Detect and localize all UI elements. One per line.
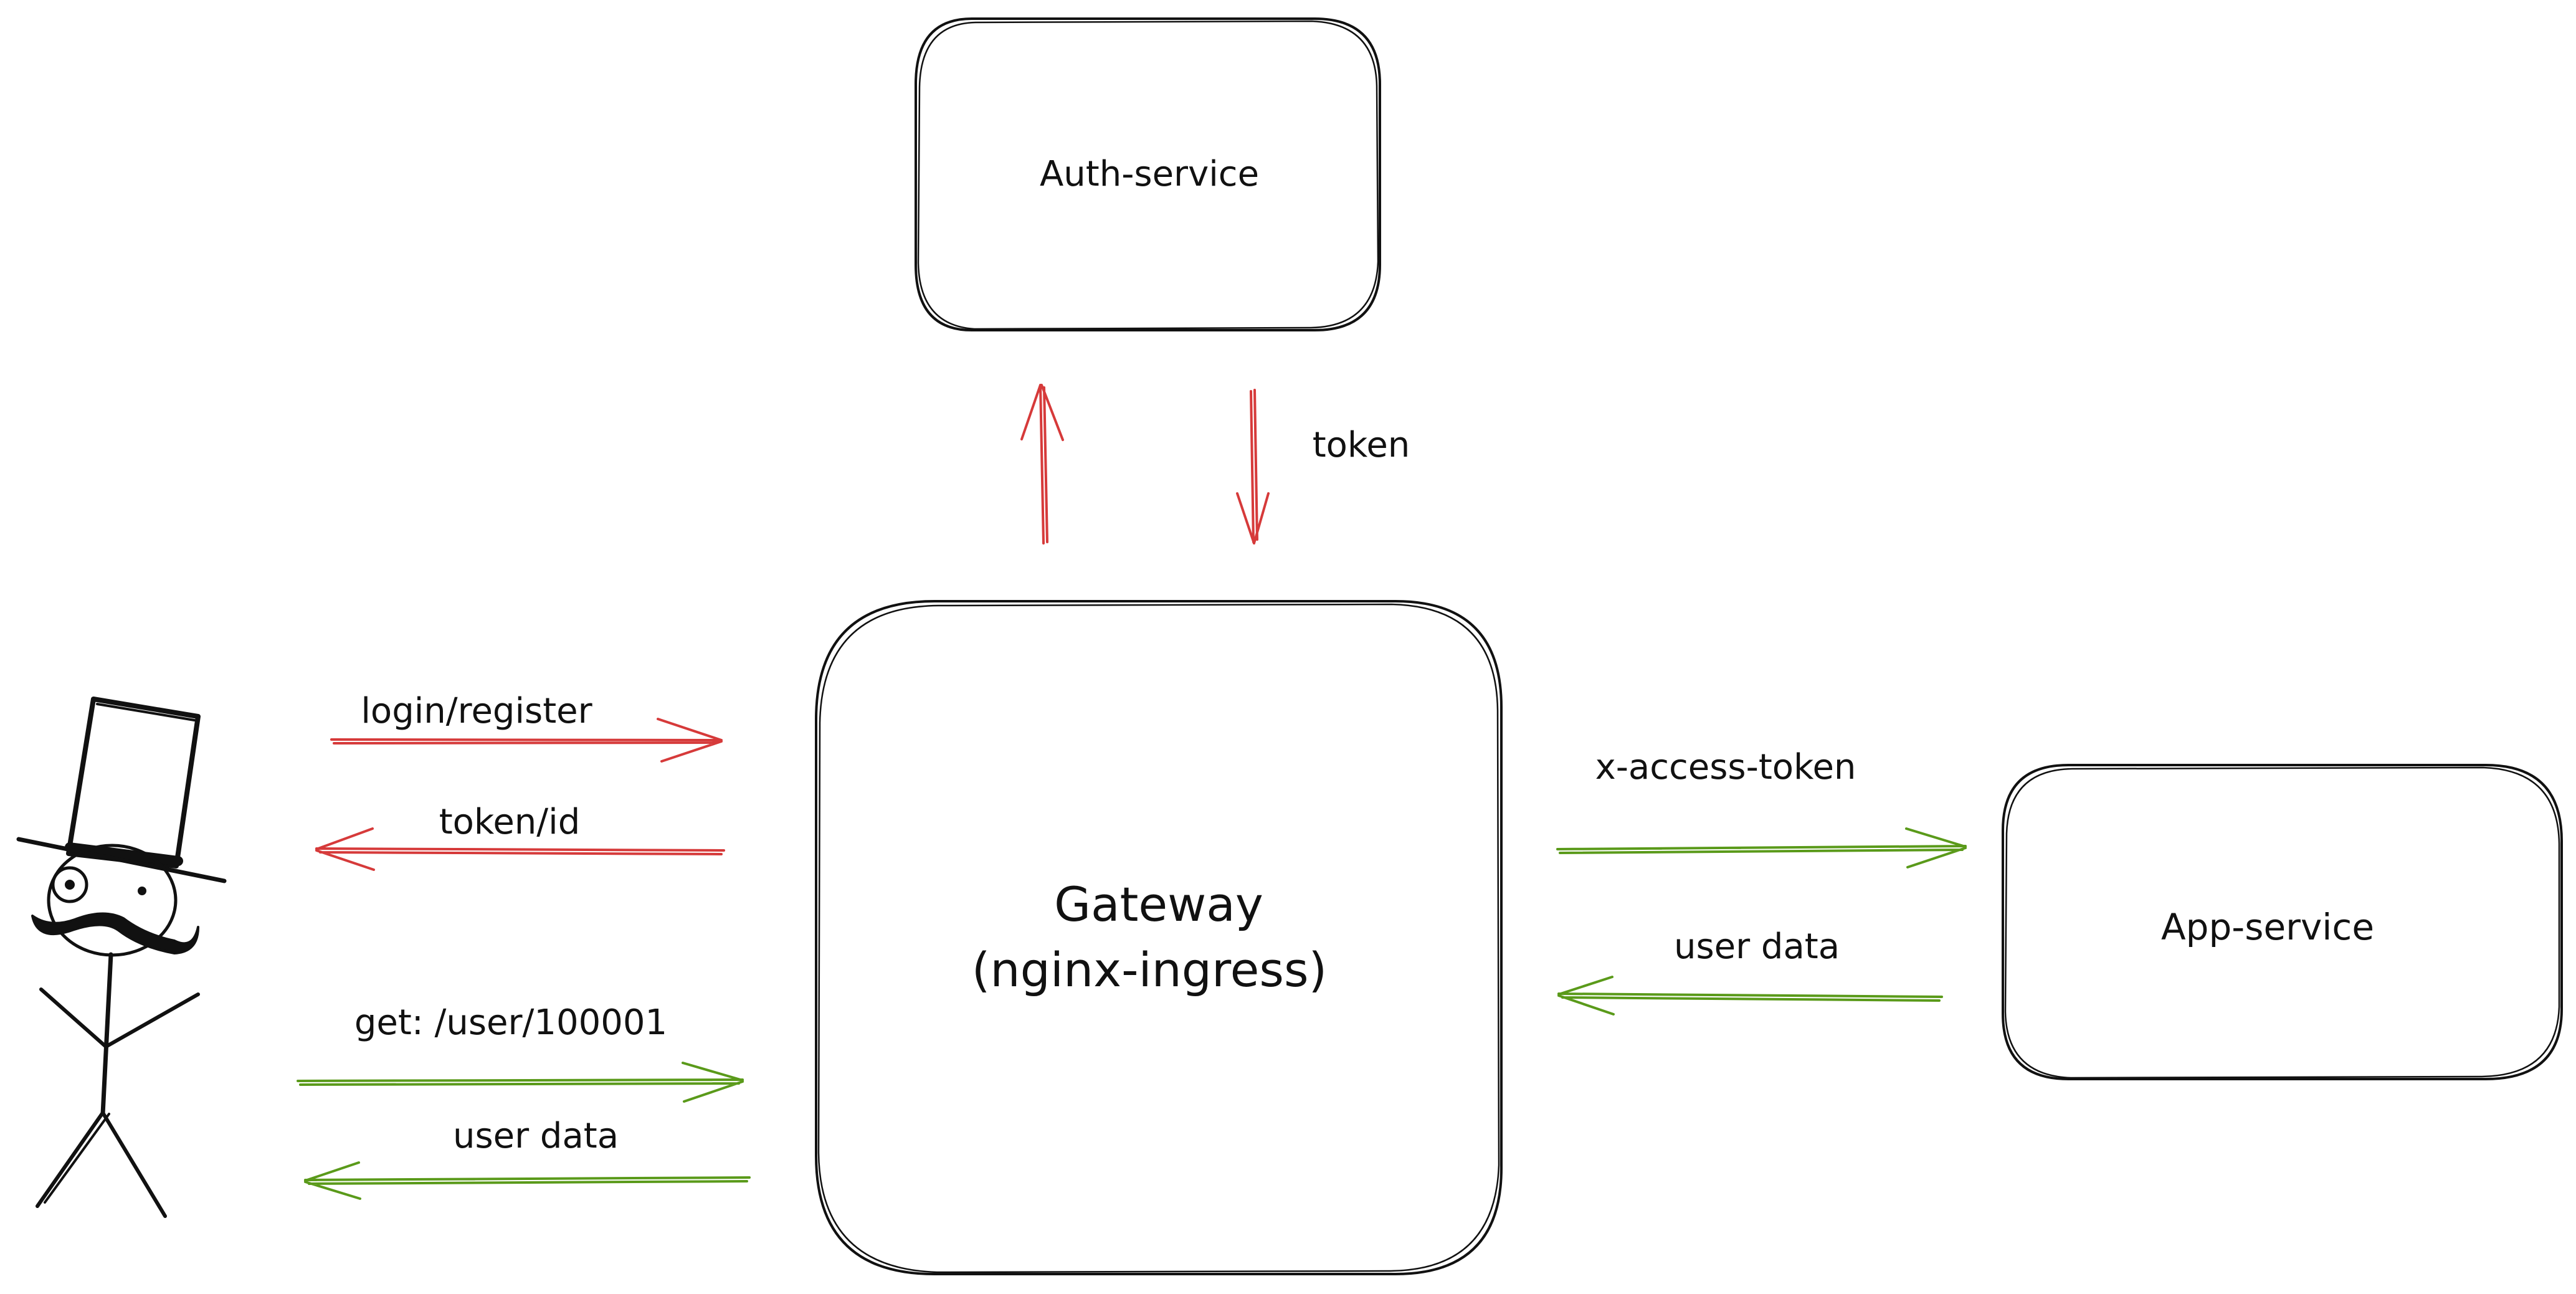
edge-get-user	[297, 1062, 744, 1103]
edge-get-user-arrow	[297, 1062, 744, 1103]
edge-gateway-to-auth	[1020, 384, 1064, 545]
edge-token-id-label: token/id	[439, 802, 581, 842]
edge-gateway-to-auth-arrow	[1020, 384, 1064, 545]
gateway-box-sketch	[817, 603, 1500, 1273]
gateway-box	[815, 600, 1503, 1275]
gateway-sublabel: (nginx-ingress)	[972, 942, 1327, 997]
edge-auth-to-gateway-label: token	[1313, 425, 1410, 465]
edge-x-access-token	[1556, 827, 1967, 868]
app-service-label: App-service	[2161, 906, 2374, 948]
edge-user-data-right-arrow	[1557, 976, 1943, 1016]
auth-service-box-sketch	[917, 20, 1379, 330]
edge-auth-to-gateway	[1236, 389, 1270, 545]
app-service-box	[2002, 764, 2563, 1080]
edge-login-register-label: login/register	[361, 691, 592, 731]
edge-auth-to-gateway-arrow	[1236, 389, 1270, 545]
auth-service-label: Auth-service	[1040, 154, 1259, 194]
edge-token-id-arrow	[315, 827, 725, 871]
app-service-node: App-service	[2002, 764, 2563, 1080]
edge-x-access-token-arrow	[1556, 827, 1967, 868]
gateway-label: Gateway	[1054, 877, 1263, 932]
edge-login-register	[330, 718, 723, 763]
auth-service-box	[915, 17, 1381, 331]
edge-token-id	[315, 827, 725, 871]
edge-user-data-left-label: user data	[453, 1116, 619, 1156]
edge-x-access-token-label: x-access-token	[1595, 747, 1856, 787]
edge-user-data-left-arrow	[304, 1161, 751, 1200]
app-service-box-sketch	[2004, 766, 2560, 1079]
edge-user-data-right-label: user data	[1674, 926, 1840, 967]
user-stick-figure-icon	[16, 697, 227, 1218]
edge-user-data-right	[1557, 976, 1943, 1016]
gateway-node: Gateway (nginx-ingress)	[815, 600, 1503, 1275]
edge-login-register-arrow	[330, 718, 723, 763]
edge-user-data-left	[304, 1161, 751, 1200]
auth-service-node: Auth-service	[915, 17, 1381, 331]
edge-get-user-label: get: /user/100001	[354, 1002, 667, 1043]
